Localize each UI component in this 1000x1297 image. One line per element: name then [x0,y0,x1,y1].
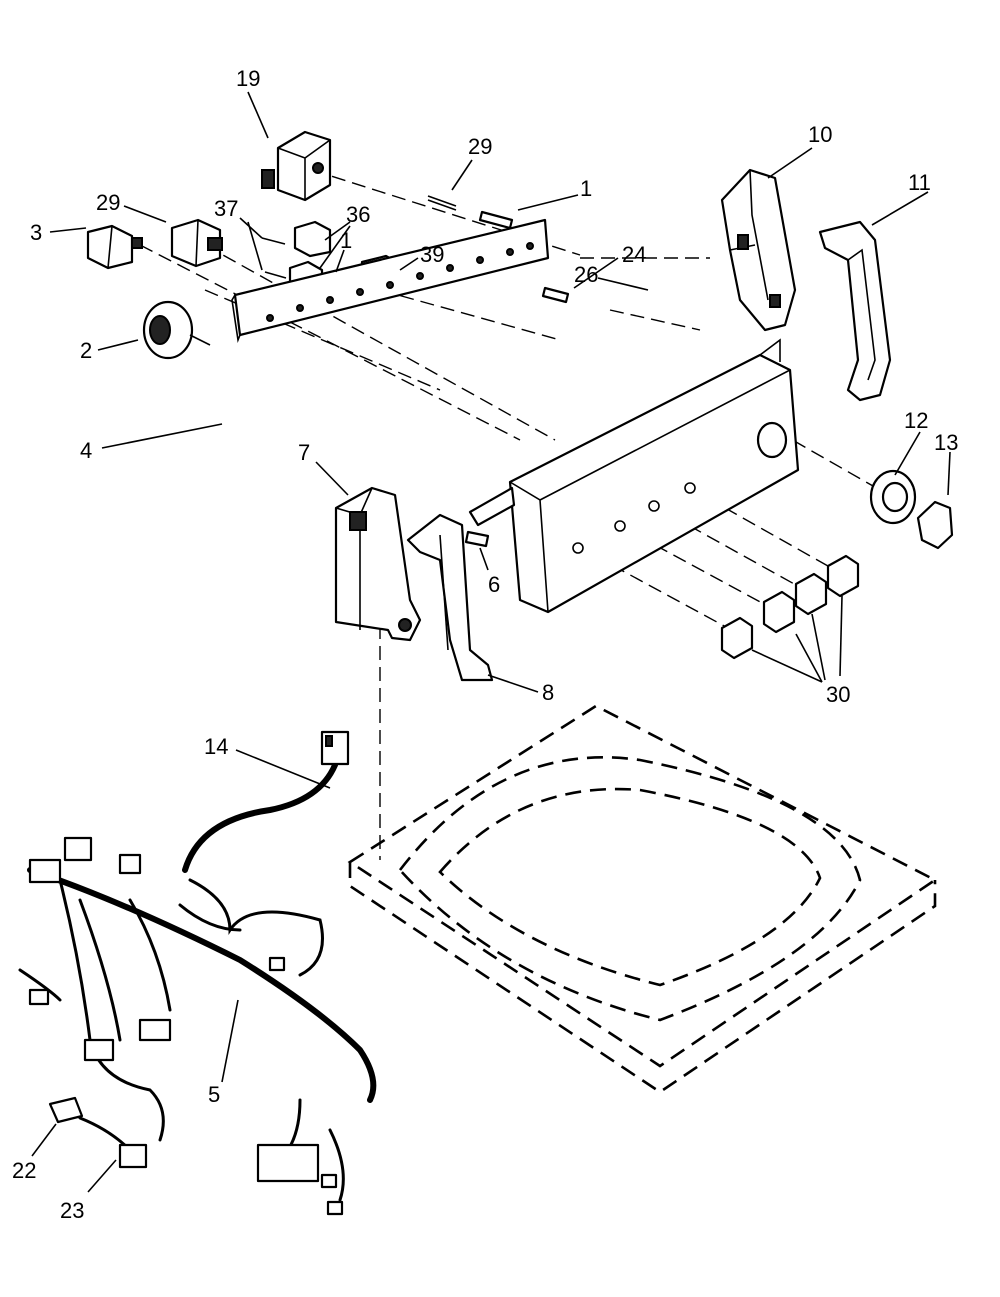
part-7-endcap [334,486,422,642]
label-1-top: 1 [580,176,592,201]
cabinet-top-outline [347,704,938,1094]
callout-labels: 19 29 1 10 11 29 37 36 1 39 24 3 2 26 4 … [12,66,958,1223]
label-36: 36 [346,202,370,227]
label-13: 13 [934,430,958,455]
part-13-knob [916,500,954,550]
label-12: 12 [904,408,928,433]
part-22-clip [48,1096,84,1124]
part-30-buttons [720,554,860,660]
part-29-switch-left [170,218,223,268]
label-5: 5 [208,1082,220,1107]
part-4-bracket [231,218,550,344]
label-24: 24 [622,242,646,267]
label-11: 11 [908,170,931,195]
label-23: 23 [60,1198,84,1223]
label-4: 4 [80,438,92,463]
part-11-trim [818,220,892,402]
part-2-selector [142,300,211,360]
part-23-connector [78,1116,148,1169]
part-19-timer [261,130,332,202]
part-10-endcap [720,168,797,332]
part-5-harness [18,836,377,1216]
label-37: 37 [214,196,238,221]
bracket-holes [266,242,534,322]
label-6: 6 [488,572,500,597]
part-24-screw [541,286,570,304]
label-3: 3 [30,220,42,245]
label-29-left: 29 [96,190,120,215]
leader-lines [31,91,951,1193]
label-39: 39 [420,242,444,267]
label-8: 8 [542,680,554,705]
part-26-console [468,338,800,614]
part-12-skirt [869,469,917,525]
label-30: 30 [826,682,850,707]
label-14: 14 [204,734,228,759]
part-1-screw-top [478,210,514,230]
label-29-top: 29 [468,134,492,159]
label-22: 22 [12,1158,36,1183]
part-3-switch [86,224,143,270]
part-29-pin-top [427,195,457,211]
label-19: 19 [236,66,260,91]
part-6-screw [464,530,490,548]
label-10: 10 [808,122,832,147]
label-7: 7 [298,440,310,465]
label-26: 26 [574,262,598,287]
label-2: 2 [80,338,92,363]
label-1-mid: 1 [340,228,352,253]
part-8-trim [406,513,494,682]
